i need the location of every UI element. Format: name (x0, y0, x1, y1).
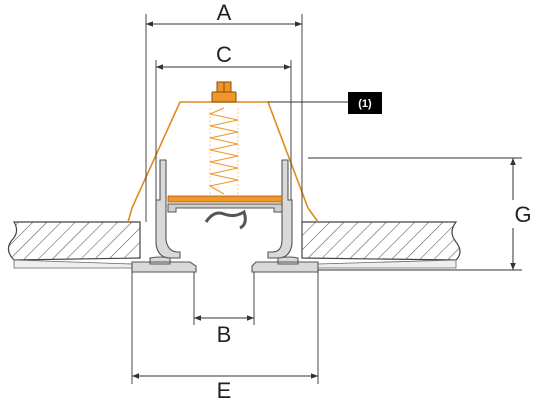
profile-right (251, 159, 319, 273)
profile-left (131, 159, 197, 273)
led-plate (167, 195, 283, 203)
inner-channel (167, 203, 283, 213)
plaster-right (317, 259, 457, 269)
spring-icon (208, 107, 239, 195)
extension-lines (131, 14, 522, 384)
dim-label-c: C (216, 42, 232, 67)
callout-label: (1) (358, 98, 372, 110)
dim-label-e: E (217, 378, 232, 400)
plaster-left (13, 259, 133, 269)
clip-spring (204, 209, 247, 230)
dimension-lines (132, 21, 516, 379)
callout-badge (348, 92, 382, 114)
dim-label-b: B (217, 322, 232, 347)
dim-label-a: A (217, 0, 232, 25)
ceiling-right (301, 221, 461, 261)
bolt-icon (211, 81, 237, 103)
ceiling-left (7, 221, 141, 261)
dim-label-g: G (514, 202, 531, 227)
